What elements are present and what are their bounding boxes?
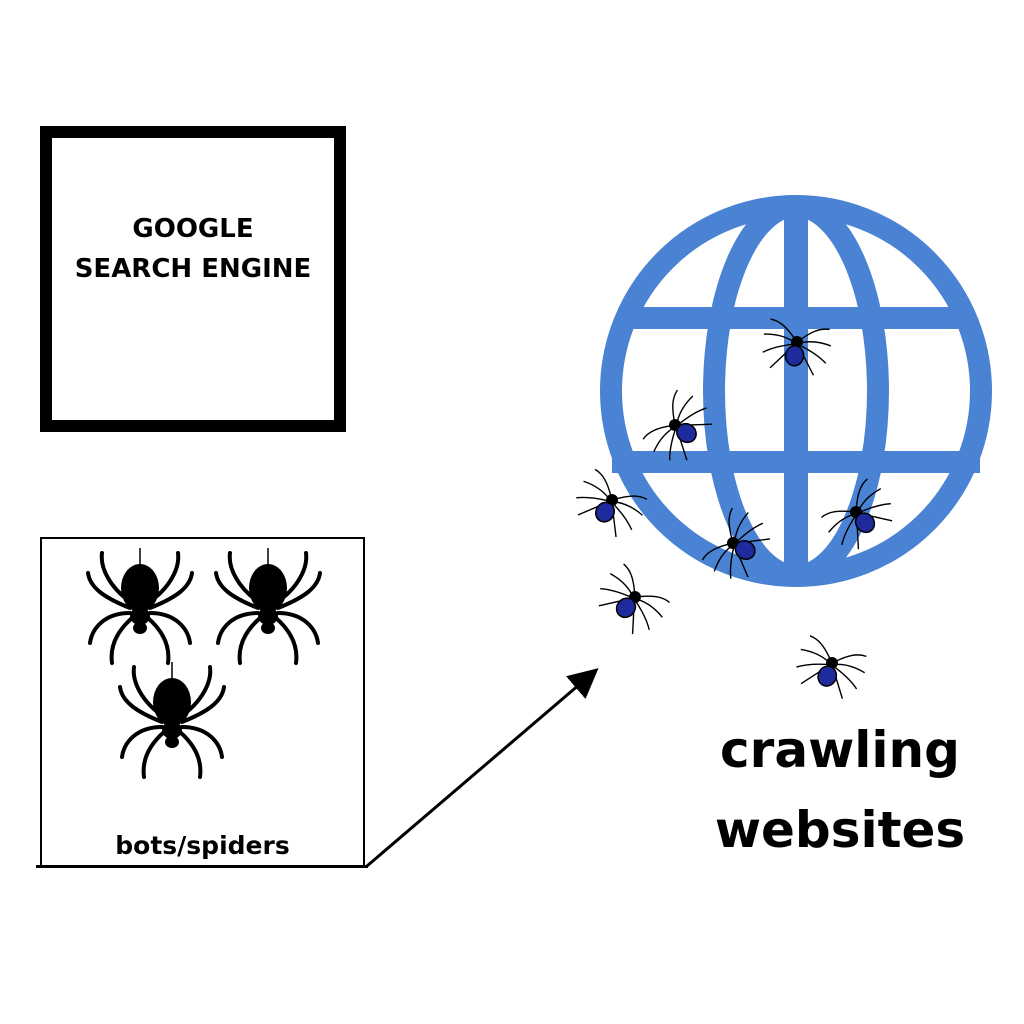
crawler-spider-icon [762, 318, 832, 376]
crawler-spider-icon [820, 478, 893, 550]
spider-icon [214, 548, 322, 665]
crawler-spiders [576, 318, 893, 699]
search-engine-box: GOOGLE SEARCH ENGINE [40, 126, 346, 432]
bots-spiders [86, 548, 322, 779]
crawler-spider-icon [701, 507, 771, 579]
crawler-spider-icon [796, 635, 867, 699]
search-engine-line-2: SEARCH ENGINE [74, 254, 312, 284]
crawling-label-line-1: crawling [720, 721, 960, 779]
bots-underline [36, 865, 368, 868]
crawler-spider-icon [642, 389, 713, 461]
crawler-spider-icon [598, 563, 671, 635]
crawler-spider-icon [576, 468, 648, 538]
bots-caption: bots/spiders [115, 831, 290, 860]
crawling-label-line-2: websites [714, 801, 966, 859]
spider-icon [86, 548, 194, 665]
spider-icon [118, 662, 226, 779]
search-engine-line-1: GOOGLE [132, 214, 254, 244]
arrow-icon [366, 668, 599, 868]
globe-icon [600, 195, 992, 587]
